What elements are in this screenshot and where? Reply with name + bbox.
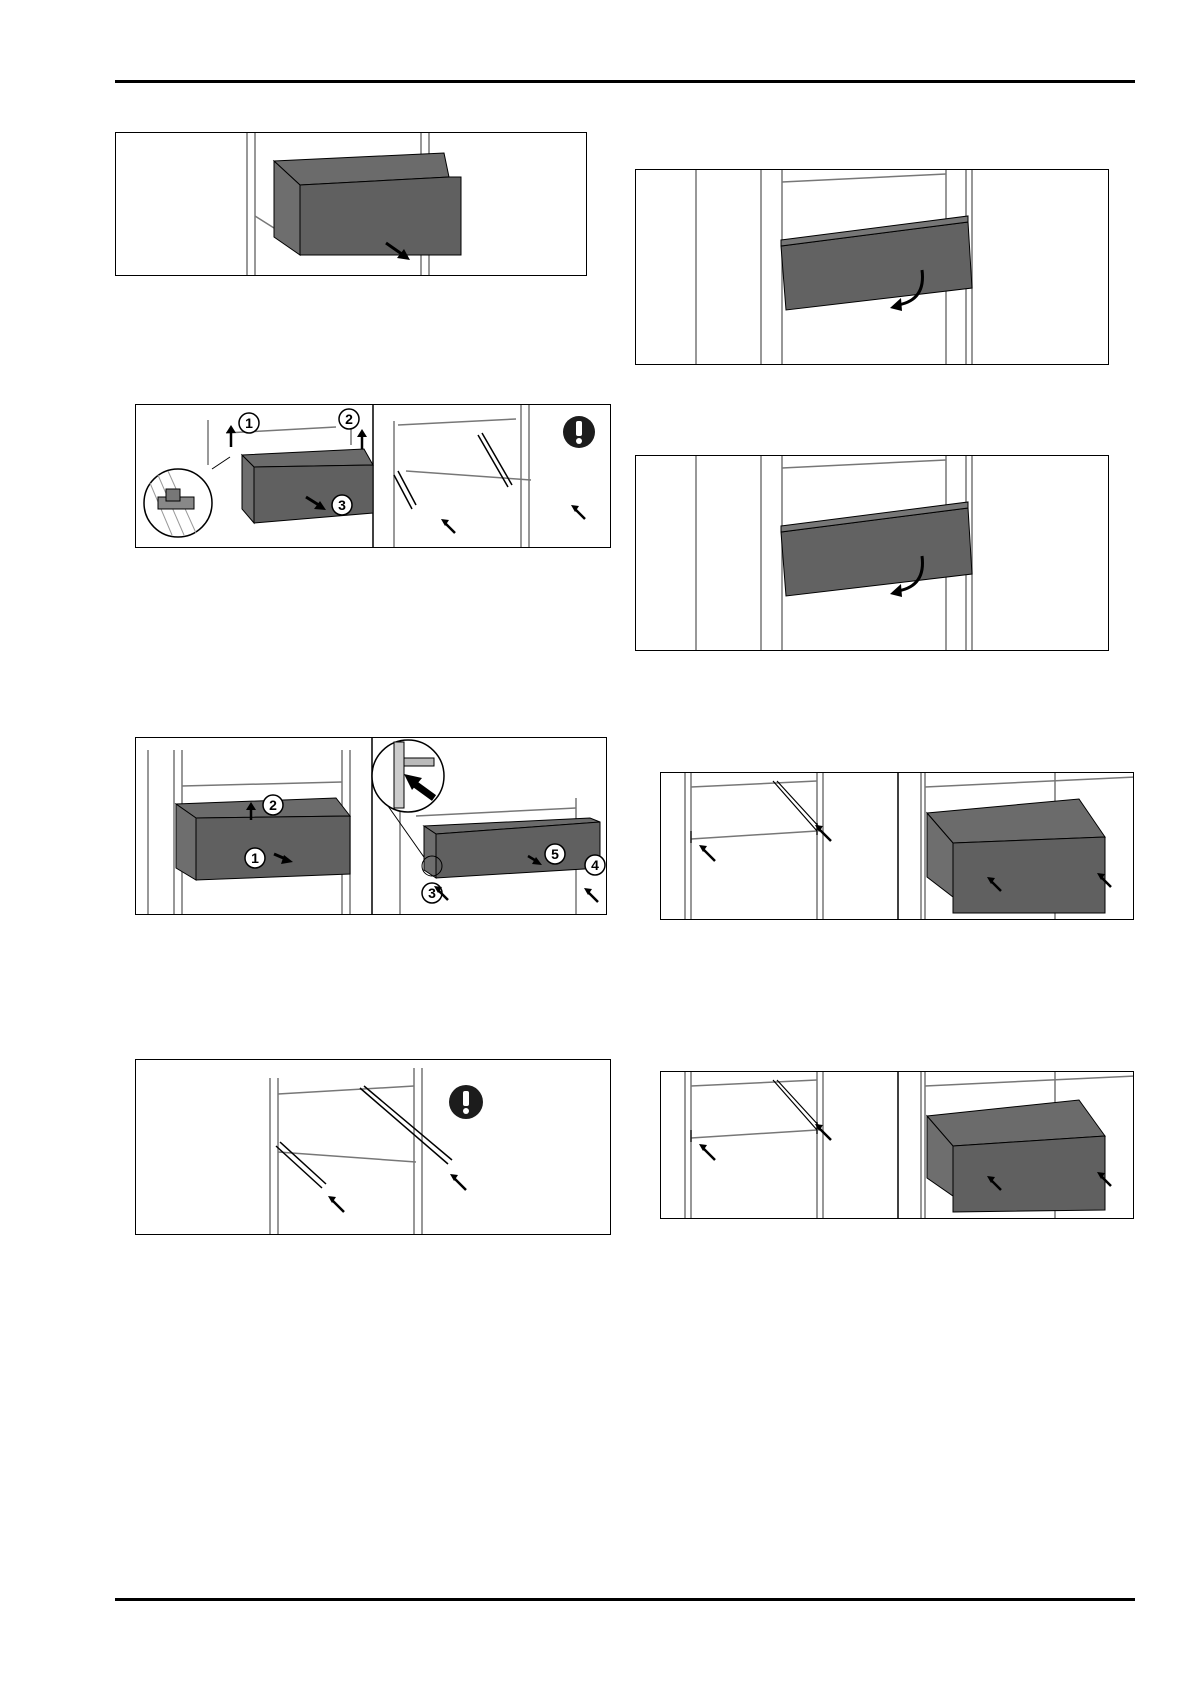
step-marker-2: 2: [339, 409, 367, 449]
figure-drawer-insertion: 2 1 5 4 3: [135, 737, 607, 915]
figure-drawer-front-tilt-1: [635, 169, 1109, 365]
arrow-icon: [450, 1174, 466, 1190]
figure-drawer-front-tilt-2: [635, 455, 1109, 651]
step-number-1: 1: [245, 415, 253, 431]
arrow-icon: [699, 845, 715, 861]
figure-drawer-on-rails-2: [660, 1071, 1134, 1219]
step-number-1: 1: [251, 850, 259, 866]
step-marker-1: 1: [226, 413, 259, 447]
step-marker-4: 4: [584, 855, 605, 902]
figure-drawer-pull-out: [115, 132, 587, 276]
step-number-4: 4: [591, 857, 599, 873]
drawer-shape: [274, 153, 461, 255]
arrow-icon: [571, 505, 585, 519]
header-rule: [115, 80, 1135, 83]
step-marker-3: 3: [422, 883, 448, 903]
footer-rule: [115, 1598, 1135, 1601]
arrow-icon: [699, 1144, 715, 1160]
step-number-2: 2: [269, 797, 277, 813]
figure-drawer-on-rails-1: [660, 772, 1134, 920]
arrow-icon: [441, 519, 455, 533]
drawer-shape: [242, 449, 373, 523]
warning-icon: [563, 416, 595, 448]
warning-icon: [449, 1085, 483, 1119]
arrow-icon: [328, 1196, 344, 1212]
figure-drawer-removal: 1 2 3: [135, 404, 611, 548]
step-number-3: 3: [338, 497, 346, 513]
step-number-2: 2: [345, 411, 353, 427]
magnifier-detail-icon: [144, 469, 212, 537]
step-number-5: 5: [551, 846, 559, 862]
magnifier-detail-icon: [372, 740, 444, 812]
figure-rails-retracted: [135, 1059, 611, 1235]
